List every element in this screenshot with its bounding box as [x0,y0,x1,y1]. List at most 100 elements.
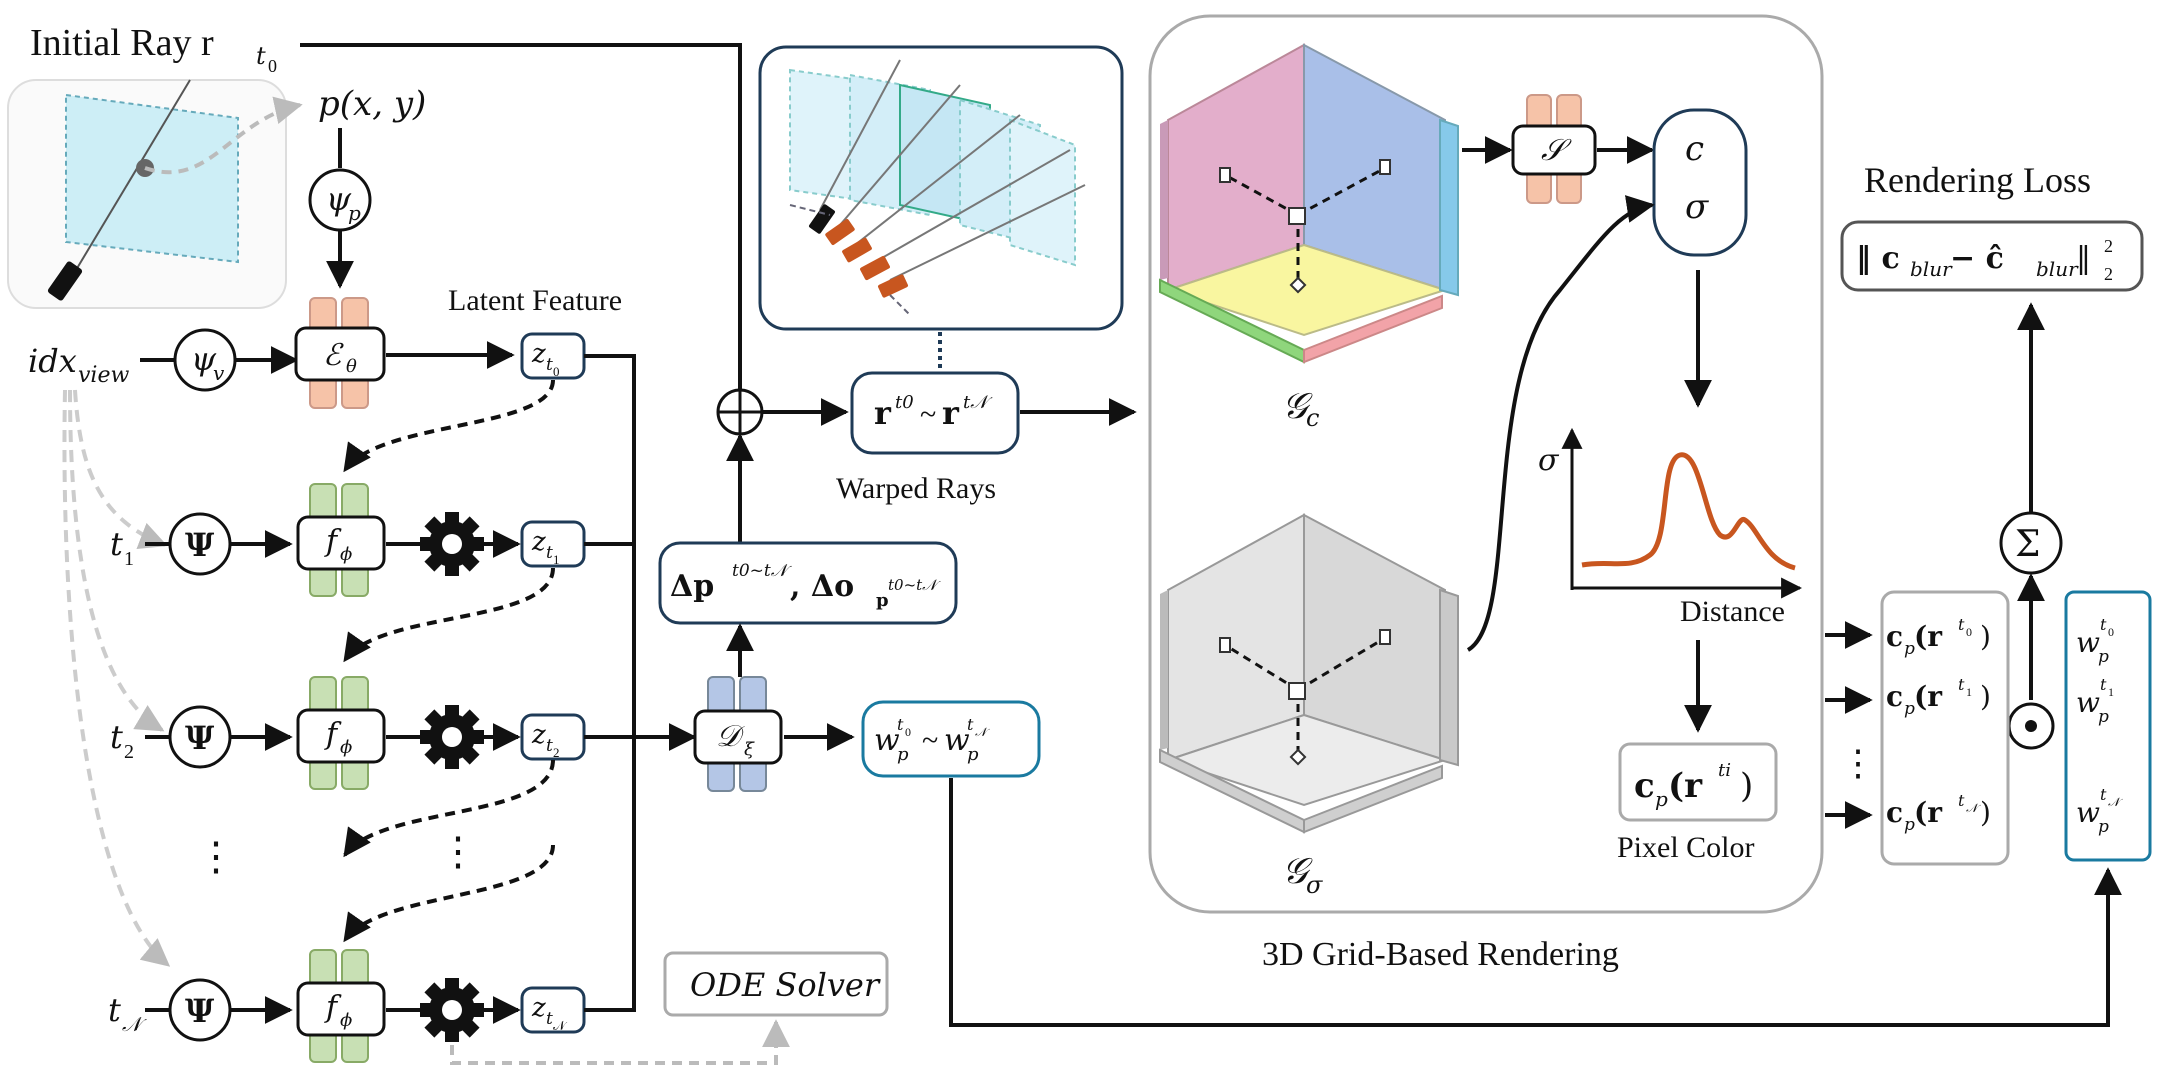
svg-text:): ) [1980,796,1991,829]
z-t1-node: z t 1 [520,520,586,568]
shader-block: 𝒮 [1511,94,1597,204]
cp-row-N: c p (r t 𝒩 ) [1886,791,1991,835]
row-t2: t 2 Ψ f ϕ [110,676,521,790]
pixel-color-box: c p (r ti ) [1618,742,1778,822]
z-t0-node: z t 0 [520,332,586,380]
cp-row-1: c p (r t 1 ) [1886,675,1991,719]
svg-text:σ: σ [1538,443,1560,478]
grid-sigma-illustration [1159,513,1459,834]
ode-solver-box: ODE Solver [663,951,889,1017]
delta-offsets-box: Δp t0~t𝒩 , Δo p t0~t𝒩 [658,541,958,625]
vertical-ellipsis: ⋮ [1840,743,1876,783]
svg-text:c: c [1886,796,1903,829]
weight-row-N: w p t 𝒩 [2076,785,2123,837]
svg-text:p: p [876,590,889,611]
svg-text:t: t [256,42,266,70]
svg-text:w: w [2076,626,2100,659]
svg-text:z: z [531,339,546,369]
encoder-block: ℰ θ [294,297,386,409]
svg-text:1: 1 [2108,685,2114,699]
warped-rays-box: r t0 ~ r t𝒩 [850,371,1020,455]
idx-view-label: idx view [28,342,129,388]
grid-c-illustration [1159,43,1459,364]
z-tN-node: z t 𝒩 [520,986,586,1034]
density-plot: σ Distance [1538,427,1803,628]
warped-rays-illustration [758,45,1124,331]
svg-text:0: 0 [905,725,911,739]
svg-text:c: c [1306,404,1319,432]
svg-text:r: r [942,394,960,432]
grid-rendering-title: 3D Grid-Based Rendering [1262,936,1619,973]
weight-row-1: w p t 1 [2076,675,2114,727]
svg-text:w: w [2076,686,2100,719]
loss-formula-box: ‖ c blur − ĉ blur ‖ 2 2 [1840,220,2144,292]
svg-text:1: 1 [553,552,560,567]
svg-text:𝒩: 𝒩 [2108,795,2123,809]
svg-text:blur: blur [2036,257,2079,281]
svg-text:ODE Solver: ODE Solver [690,966,881,1004]
weights-box: w p t 0 ~ w p t 𝒩 [861,700,1041,778]
svg-text:2: 2 [553,745,560,760]
decoder-block: 𝒟 ξ [693,676,783,792]
svg-text:Distance: Distance [1680,595,1785,628]
psi-node [168,978,232,1042]
warped-rays-label: Warped Rays [836,472,996,505]
svg-text:𝒩: 𝒩 [975,725,990,739]
svg-text:− ĉ: − ĉ [1950,241,2004,276]
svg-text:t0: t0 [895,392,914,413]
svg-text:(r: (r [1914,620,1943,653]
svg-text:2: 2 [2104,264,2113,284]
cp-row-0: c p (r t 0 ) [1886,615,1991,659]
svg-text:z: z [531,993,546,1023]
latent-feature-label: Latent Feature [448,284,622,317]
svg-text:t: t [110,718,123,756]
svg-text:~: ~ [920,398,936,431]
svg-text:t: t [546,736,553,756]
svg-text:w: w [874,723,900,758]
svg-text:σ: σ [1306,871,1323,899]
pixel-colors-list [1880,590,2010,866]
z-t2-node: z t 2 [520,713,586,761]
svg-text:‖: ‖ [2076,241,2091,276]
svg-text:ℰ: ℰ [323,338,344,373]
svg-text:2: 2 [124,741,134,763]
sum-operator: Σ [1999,511,2063,575]
initial-ray-title: Initial Ray r t 0 [30,22,277,76]
hadamard-operator [2007,702,2055,750]
color-density-output: c σ [1652,108,1748,257]
svg-text:z: z [531,527,546,557]
initial-ray-line [300,43,742,400]
svg-text:blur: blur [1910,257,1953,281]
svg-text:p: p [1904,699,1915,719]
svg-text:p: p [348,201,361,225]
svg-text:(r: (r [1914,796,1943,829]
svg-text:view: view [78,363,129,388]
psi-v-node: ψ v [173,328,237,392]
svg-text:Ψ: Ψ [185,992,215,1030]
svg-text:ti: ti [1718,760,1731,781]
svg-text:r: r [874,394,892,432]
svg-text:z: z [531,720,546,750]
psi-p-node: ψ p [308,168,372,232]
svg-text:p: p [2098,707,2109,727]
image-plane-panel [7,79,303,309]
rendering-loss-title: Rendering Loss [1864,160,2091,200]
plus-operator [716,388,764,436]
svg-text:t: t [546,543,553,563]
svg-text:Δp: Δp [670,569,714,604]
f-phi-block [296,708,386,764]
svg-text:ψ: ψ [191,340,217,378]
svg-text:t: t [1958,791,1965,810]
svg-text:t0~t𝒩: t0~t𝒩 [732,561,793,581]
svg-text:(r: (r [1668,766,1703,806]
svg-text:c: c [1886,680,1903,713]
svg-text:t𝒩: t𝒩 [963,392,993,413]
svg-text:, Δo: , Δo [790,569,854,604]
svg-text:t: t [546,355,553,375]
svg-text:Ψ: Ψ [185,526,215,564]
gear-icon [420,978,484,1042]
svg-text:v: v [213,361,225,385]
pixel-color-label: Pixel Color [1617,831,1755,864]
svg-text:0: 0 [1966,625,1972,639]
row-tN: t 𝒩 Ψ f ϕ [108,949,521,1063]
